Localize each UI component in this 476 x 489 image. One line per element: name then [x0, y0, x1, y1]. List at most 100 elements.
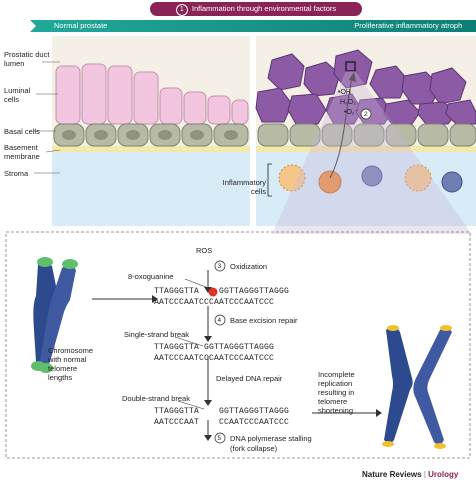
- incomplete-label-5: shortening: [318, 406, 354, 415]
- pia-cell: [383, 99, 421, 125]
- step2-circle: [360, 108, 372, 120]
- chromosome-shortened: [382, 325, 452, 449]
- chromosome-normal-label-2: with normal: [48, 355, 87, 364]
- chromosome-normal-label-3: telomere: [48, 364, 78, 373]
- step3-number: 3: [217, 263, 222, 270]
- chromosome-normal: [31, 257, 78, 373]
- seq2-top: TTAGGGTTA GGTTAGGGTTAGGG: [154, 343, 275, 352]
- inflammatory-cell: [441, 171, 463, 193]
- pia-cell: [287, 93, 327, 125]
- chromosome-normal-label-4: lengths: [48, 373, 73, 382]
- luminal-cell: [107, 65, 133, 125]
- basal-cell: [257, 123, 289, 147]
- pia-cell: [303, 61, 341, 97]
- normal-prostate-panel: [52, 36, 250, 226]
- seq2-bottom: AATCCCAATCCCAATCCCAATCCC: [154, 354, 275, 363]
- telomere-green: [37, 257, 53, 267]
- journal-name: Nature Reviews: [362, 470, 422, 479]
- luminal-label: Luminal cells: [4, 86, 31, 104]
- incomplete-label-3: resulting in: [318, 388, 355, 397]
- pia-cell: [255, 87, 293, 123]
- telomere-green: [62, 259, 78, 269]
- progression-bar: Normal prostate Proliferative inflammato…: [36, 20, 476, 32]
- zoom-panel-border: [5, 231, 471, 459]
- ros-arrow: [329, 77, 353, 179]
- normal-prostate-label: Normal prostate: [54, 21, 108, 30]
- luminal-cell: [231, 99, 249, 125]
- membrane-label: Basement membrane: [4, 143, 40, 161]
- left-basement-membrane: [52, 146, 250, 152]
- luminal-cell: [81, 63, 107, 125]
- seq3-bottom: AATCCCAAT CCAATCCCAATCCC: [154, 418, 290, 427]
- basal-cell: [321, 123, 353, 147]
- ros-h2o2: H₂O₂: [340, 99, 356, 106]
- step5-label-1: DNA polymerase stalling: [230, 434, 312, 443]
- pia-cell: [445, 99, 476, 125]
- basal-label: Basal cells: [4, 127, 40, 136]
- pia-cell: [417, 101, 457, 125]
- bar-tail: [30, 20, 40, 32]
- pia-cell: [325, 93, 363, 125]
- luminal-cell: [207, 95, 231, 125]
- chromosome-normal-label-1: Chromosome: [48, 346, 94, 355]
- stroma-label: Stroma: [4, 169, 29, 178]
- step3-label: Oxidization: [230, 262, 268, 271]
- step4-label: Base excision repair: [230, 316, 298, 325]
- inflammatory-cell: [404, 164, 432, 192]
- seq1-top-b: GGTTAGGGTTAGGG: [219, 287, 290, 296]
- seq1-bottom: AATCCCAATCCCAATCCCAATCCC: [154, 298, 275, 307]
- luminal-cell: [159, 87, 183, 125]
- pia-cell: [369, 65, 409, 99]
- bar-arrowhead: [462, 20, 476, 32]
- lumen-label: Prostatic duct lumen: [4, 50, 50, 68]
- telomere-yellow: [440, 325, 452, 331]
- pia-label: Proliferative inflammatory atrophy: [354, 21, 466, 30]
- journal-separator: |: [421, 470, 429, 479]
- pia-panel: [255, 36, 476, 234]
- ros-oh: •OH: [338, 89, 351, 96]
- oxoguanine-label: 8-oxoguanine: [128, 272, 174, 281]
- basal-cell: [353, 123, 385, 147]
- basal-cell: [289, 123, 321, 147]
- pia-cell: [429, 67, 467, 105]
- delayed-repair-label: Delayed DNA repair: [216, 374, 283, 383]
- step5-label-2: (fork collapse): [230, 444, 278, 453]
- pia-cell: [333, 49, 373, 89]
- inflammatory-cell: [318, 170, 342, 194]
- left-stroma: [52, 150, 250, 226]
- right-basement-membrane: [256, 146, 476, 152]
- oxoguanine-marker: [208, 287, 218, 297]
- incomplete-label-2: replication: [318, 379, 353, 388]
- luminal-cell: [133, 71, 159, 125]
- telomere-green: [39, 363, 53, 373]
- zoom-cone: [272, 71, 472, 234]
- inflammatory-cell: [361, 165, 383, 187]
- step4-number: 4: [217, 317, 222, 324]
- step1-banner-text: Inflammation through environmental facto…: [191, 4, 337, 13]
- ros-label: ROS: [196, 246, 213, 255]
- inflammatory-label: Inflammatory cells: [222, 178, 266, 196]
- seq3-top: TTAGGGTTA GGTTAGGGTTAGGG: [154, 407, 290, 416]
- journal-section: Urology: [428, 470, 459, 479]
- zoom-box: [345, 61, 356, 72]
- basal-cell: [385, 123, 417, 147]
- luminal-cell: [183, 91, 207, 125]
- incomplete-label-1: Incomplete: [318, 370, 355, 379]
- step5-number: 5: [217, 435, 222, 442]
- luminal-cell: [55, 65, 81, 125]
- pia-cell: [267, 53, 305, 91]
- inflammatory-cell: [278, 164, 306, 192]
- double-break-label: Double-strand break: [122, 394, 190, 403]
- journal-credit: Nature Reviews | Urology: [362, 470, 458, 479]
- telomere-yellow: [434, 443, 446, 449]
- telomere-yellow: [387, 325, 399, 331]
- basal-cell: [449, 123, 476, 147]
- seq1-top-a: TTAGGGTTA: [154, 287, 200, 296]
- telomere-yellow: [382, 441, 394, 447]
- incomplete-label-4: telomere: [318, 397, 348, 406]
- single-break-label: Single-strand break: [124, 330, 190, 339]
- step2-number: 2: [364, 111, 368, 118]
